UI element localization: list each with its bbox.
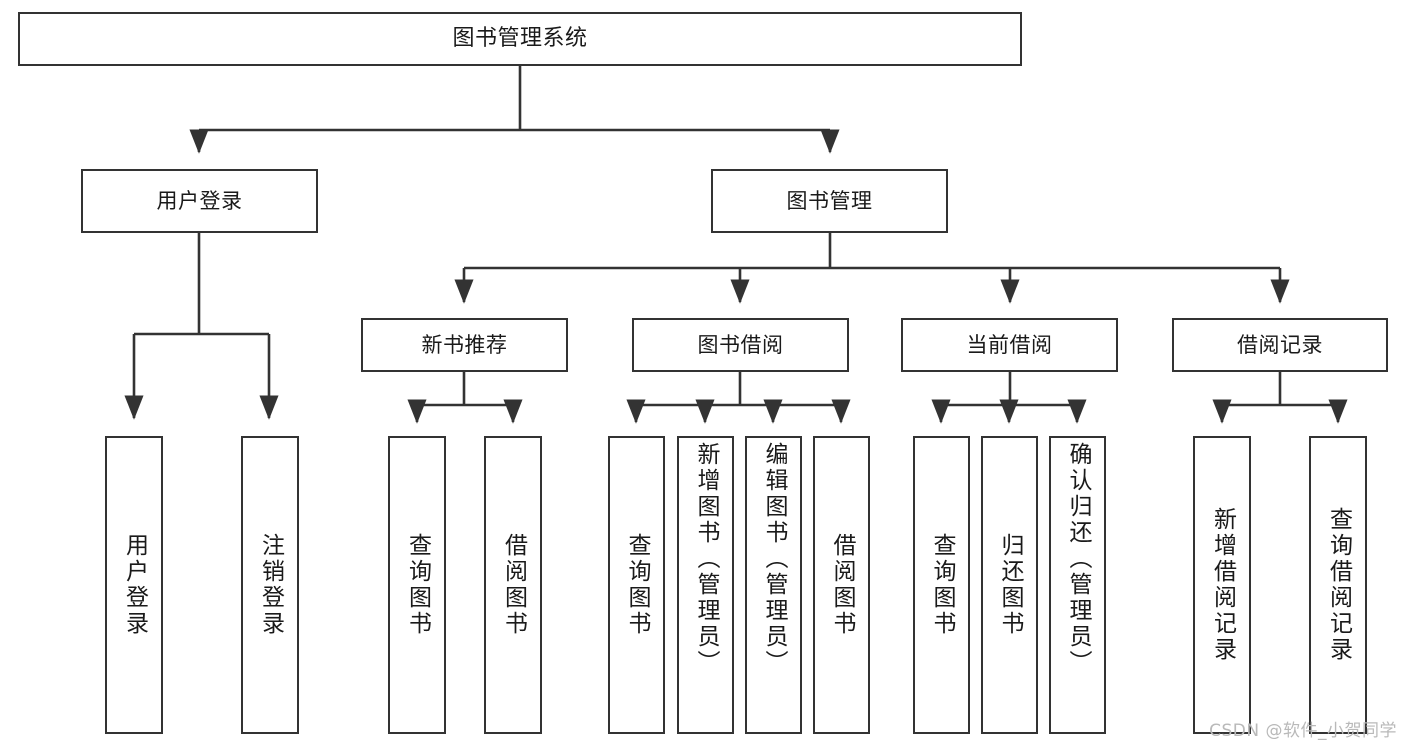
node-leaf-logout-login-label: 注销登录 xyxy=(257,533,284,637)
node-leaf-logout-login[interactable]: 注销登录 xyxy=(241,436,299,734)
node-leaf-borrow-book-2[interactable]: 借阅图书 xyxy=(813,436,870,734)
node-user-login-label: 用户登录 xyxy=(156,188,243,213)
node-leaf-query-book-1[interactable]: 查询图书 xyxy=(388,436,446,734)
node-user-login[interactable]: 用户登录 xyxy=(81,169,318,233)
node-leaf-borrow-book-1-label: 借阅图书 xyxy=(500,533,527,637)
node-leaf-query-book-1-label: 查询图书 xyxy=(404,533,431,637)
node-book-borrow[interactable]: 图书借阅 xyxy=(632,318,849,372)
node-borrow-record-label: 借阅记录 xyxy=(1237,332,1323,357)
node-leaf-confirm-return-admin[interactable]: 确认归还（管理员） xyxy=(1049,436,1106,734)
node-book-manage-label: 图书管理 xyxy=(786,188,873,213)
node-leaf-edit-book-admin-label: 编辑图书（管理员） xyxy=(761,442,787,676)
node-book-borrow-label: 图书借阅 xyxy=(697,332,784,357)
node-leaf-query-book-2[interactable]: 查询图书 xyxy=(608,436,665,734)
node-leaf-query-book-3-label: 查询图书 xyxy=(929,533,955,637)
node-leaf-confirm-return-admin-label: 确认归还（管理员） xyxy=(1065,442,1091,676)
node-leaf-query-borrow-record[interactable]: 查询借阅记录 xyxy=(1309,436,1367,734)
node-leaf-user-login-label: 用户登录 xyxy=(121,533,148,637)
node-new-book-recommend-label: 新书推荐 xyxy=(421,332,508,357)
node-leaf-add-borrow-record-label: 新增借阅记录 xyxy=(1209,507,1236,663)
node-leaf-borrow-book-2-label: 借阅图书 xyxy=(829,533,855,637)
node-leaf-add-borrow-record[interactable]: 新增借阅记录 xyxy=(1193,436,1251,734)
node-new-book-recommend[interactable]: 新书推荐 xyxy=(361,318,568,372)
node-leaf-query-borrow-record-label: 查询借阅记录 xyxy=(1325,507,1352,663)
node-leaf-edit-book-admin[interactable]: 编辑图书（管理员） xyxy=(745,436,802,734)
node-book-manage[interactable]: 图书管理 xyxy=(711,169,948,233)
node-leaf-user-login[interactable]: 用户登录 xyxy=(105,436,163,734)
node-leaf-add-book-admin-label: 新增图书（管理员） xyxy=(693,442,719,676)
node-leaf-return-book-label: 归还图书 xyxy=(997,533,1023,637)
node-current-borrow-label: 当前借阅 xyxy=(966,332,1053,357)
node-leaf-borrow-book-1[interactable]: 借阅图书 xyxy=(484,436,542,734)
node-root-label: 图书管理系统 xyxy=(452,26,588,52)
node-leaf-query-book-2-label: 查询图书 xyxy=(624,533,650,637)
node-leaf-query-book-3[interactable]: 查询图书 xyxy=(913,436,970,734)
csdn-watermark: CSDN @软件_小贺同学 xyxy=(1209,721,1397,741)
node-current-borrow[interactable]: 当前借阅 xyxy=(901,318,1118,372)
node-borrow-record[interactable]: 借阅记录 xyxy=(1172,318,1388,372)
node-leaf-return-book[interactable]: 归还图书 xyxy=(981,436,1038,734)
node-root[interactable]: 图书管理系统 xyxy=(18,12,1022,66)
node-leaf-add-book-admin[interactable]: 新增图书（管理员） xyxy=(677,436,734,734)
